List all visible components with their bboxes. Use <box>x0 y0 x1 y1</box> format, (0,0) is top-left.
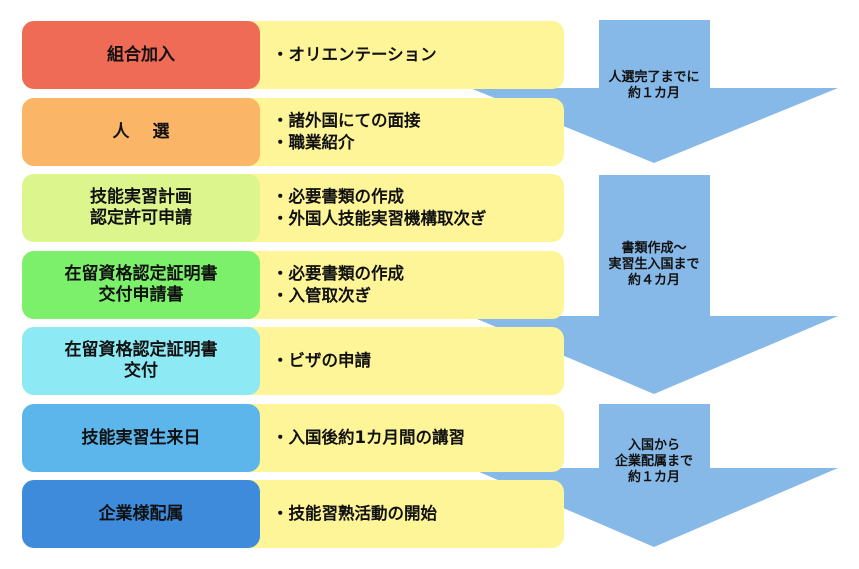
step-detail-item: ・必要書類の作成 <box>272 264 404 283</box>
down-arrow <box>470 404 838 547</box>
step-detail-list: ・必要書類の作成・入管取次ぎ <box>272 251 404 319</box>
step-label-box: 技能実習計画認定許可申請 <box>22 174 260 242</box>
step-row: 人 選 ・諸外国にての面接・職業紹介 <box>22 98 564 166</box>
duration-label: 人選完了までに約１カ月 <box>594 70 714 102</box>
step-row: 組合加入 ・オリエンテーション <box>22 21 564 89</box>
step-row: 技能実習計画認定許可申請・必要書類の作成・外国人技能実習機構取次ぎ <box>22 174 564 242</box>
step-label-box: 企業様配属 <box>22 480 260 548</box>
duration-label: 書類作成～実習生入国まで約４カ月 <box>594 241 714 289</box>
step-detail-list: ・ビザの申請 <box>272 327 371 395</box>
step-label-line: 企業様配属 <box>98 503 184 524</box>
step-detail-item: ・必要書類の作成 <box>272 187 404 206</box>
step-label-box: 在留資格認定証明書交付 <box>22 327 260 395</box>
step-label-line: 認定許可申請 <box>90 208 192 228</box>
step-detail-item: ・ビザの申請 <box>272 351 371 370</box>
step-row: 技能実習生来日 ・入国後約1カ月間の講習 <box>22 404 564 472</box>
step-label-line: 在留資格認定証明書 <box>64 264 218 284</box>
step-label-box: 技能実習生来日 <box>22 404 260 472</box>
step-detail-item: ・諸外国にての面接 <box>272 111 421 130</box>
duration-label-line: 人選完了までに <box>608 70 700 85</box>
step-detail-list: ・技能習熟活動の開始 <box>272 480 437 548</box>
step-row: 在留資格認定証明書交付・ビザの申請 <box>22 327 564 395</box>
duration-label-line: 入国から <box>627 438 680 453</box>
down-arrow <box>470 20 838 163</box>
step-row: 在留資格認定証明書交付申請書・必要書類の作成・入管取次ぎ <box>22 251 564 319</box>
step-label-line: 在留資格認定証明書 <box>64 340 218 360</box>
step-label-box: 組合加入 <box>22 21 260 89</box>
step-label-line: 技能実習計画 <box>90 187 192 207</box>
duration-label: 入国から企業配属まで約１カ月 <box>594 438 714 486</box>
duration-label-line: 企業配属まで <box>614 454 693 469</box>
step-detail-item: ・外国人技能実習機構取次ぎ <box>272 209 487 228</box>
step-label-box: 在留資格認定証明書交付申請書 <box>22 251 260 319</box>
step-row: 企業様配属 ・技能習熟活動の開始 <box>22 480 564 548</box>
step-detail-list: ・入国後約1カ月間の講習 <box>272 404 465 472</box>
step-detail-list: ・必要書類の作成・外国人技能実習機構取次ぎ <box>272 174 487 242</box>
step-detail-item: ・入国後約1カ月間の講習 <box>272 428 465 447</box>
duration-label-line: 実習生入国まで <box>608 257 700 272</box>
duration-label-line: 約１カ月 <box>627 470 680 485</box>
step-detail-list: ・諸外国にての面接・職業紹介 <box>272 98 421 166</box>
step-label-line: 交付 <box>124 361 158 381</box>
step-label-box: 人 選 <box>22 98 260 166</box>
step-label-line: 技能実習生来日 <box>81 427 201 448</box>
step-label-line: 組合加入 <box>107 44 175 65</box>
step-detail-list: ・オリエンテーション <box>272 21 437 89</box>
step-label-line: 交付申請書 <box>98 285 184 305</box>
step-detail-item: ・入管取次ぎ <box>272 286 371 305</box>
duration-label-line: 約１カ月 <box>627 86 680 101</box>
duration-label-line: 書類作成～ <box>621 241 687 256</box>
step-detail-item: ・技能習熟活動の開始 <box>272 504 437 523</box>
step-detail-item: ・オリエンテーション <box>272 45 437 64</box>
step-label-line: 人 選 <box>112 121 170 142</box>
duration-label-line: 約４カ月 <box>627 273 680 288</box>
step-detail-item: ・職業紹介 <box>272 133 355 152</box>
